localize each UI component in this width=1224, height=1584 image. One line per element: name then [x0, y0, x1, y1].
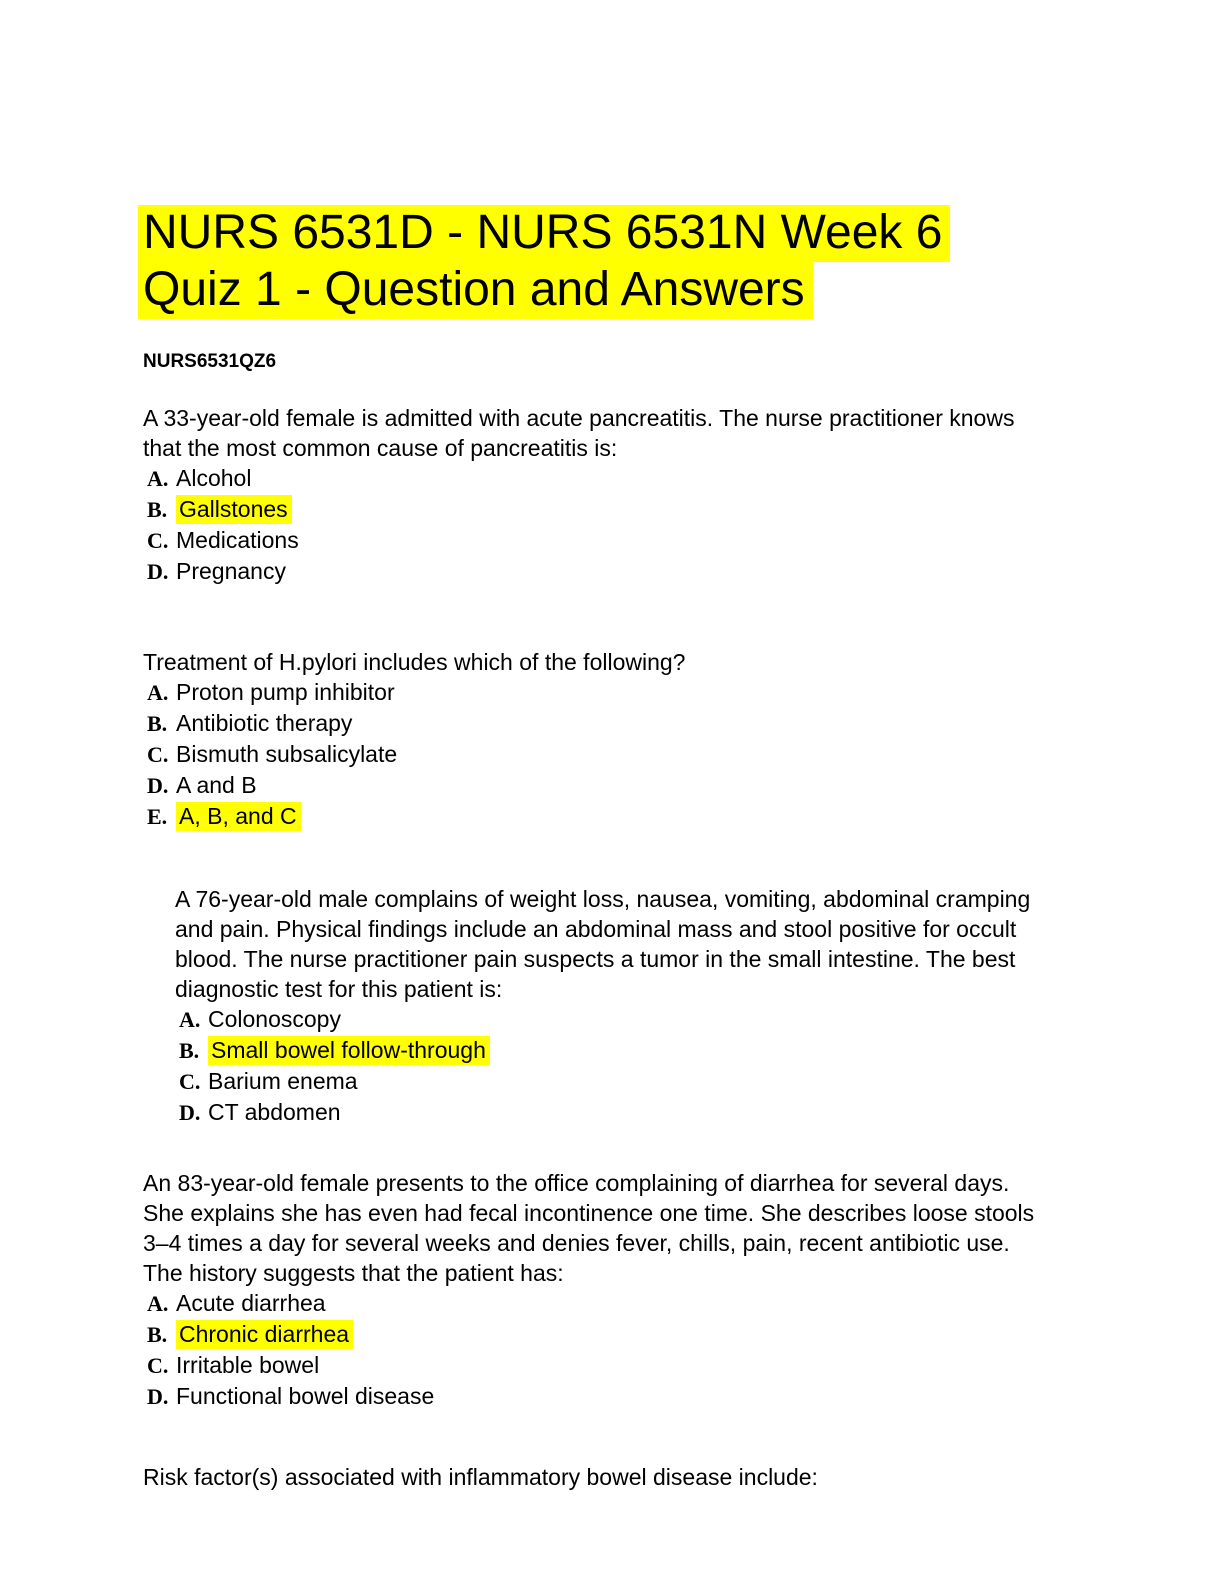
option-text: Barium enema	[208, 1068, 358, 1095]
option-letter: C.	[147, 742, 169, 768]
option-text: Bismuth subsalicylate	[176, 741, 398, 768]
question-block-1: A 33-year-old female is admitted with ac…	[143, 403, 1154, 587]
option-text: Antibiotic therapy	[176, 710, 353, 737]
option-text: Colonoscopy	[208, 1006, 341, 1033]
option-row: D. CT abdomen	[179, 1097, 1154, 1128]
options-list: A. Proton pump inhibitor B. Antibiotic the…	[143, 677, 1154, 832]
option-row: D. Pregnancy	[147, 556, 1154, 587]
option-letter: B.	[179, 1038, 200, 1064]
option-letter: C.	[179, 1069, 201, 1095]
option-text: CT abdomen	[208, 1099, 341, 1126]
option-text: A, B, and C	[176, 802, 301, 832]
option-row: A. Acute diarrhea	[147, 1288, 1154, 1319]
option-row: D. Functional bowel disease	[147, 1381, 1154, 1412]
question-text: Treatment of H.pylori includes which of …	[143, 649, 686, 676]
question-block-4: An 83-year-old female presents to the of…	[143, 1168, 1154, 1412]
option-row: A. Colonoscopy	[179, 1004, 1154, 1035]
option-text: Pregnancy	[176, 558, 286, 585]
option-text: Chronic diarrhea	[176, 1320, 354, 1350]
option-letter: A.	[147, 1291, 169, 1317]
option-row: C. Barium enema	[179, 1066, 1154, 1097]
document-code: NURS6531QZ6	[143, 351, 277, 373]
option-letter: C.	[147, 528, 169, 554]
option-text: Alcohol	[176, 465, 252, 492]
options-list: A. Alcohol B. Gallstones C. Medications D. P…	[143, 463, 1154, 587]
question-text: An 83-year-old female presents to the of…	[143, 1170, 1035, 1287]
options-list: A. Colonoscopy B. Small bowel follow-throu…	[175, 1004, 1154, 1128]
page-title-line-1: NURS 6531D - NURS 6531N Week 6	[138, 205, 951, 263]
page-title-line-2: Quiz 1 - Question and Answers	[138, 262, 813, 320]
option-letter: A.	[147, 680, 169, 706]
option-letter: E.	[147, 804, 168, 830]
option-row: B. Small bowel follow-through	[179, 1035, 1154, 1066]
option-text: Small bowel follow-through	[208, 1036, 490, 1066]
question-block-2: Treatment of H.pylori includes which of …	[143, 647, 1154, 832]
option-row: B. Antibiotic therapy	[147, 708, 1154, 739]
option-row: D. A and B	[147, 770, 1154, 801]
question-text: A 76-year-old male complains of weight l…	[175, 886, 1031, 1003]
option-text: Irritable bowel	[176, 1352, 320, 1379]
option-text: Medications	[176, 527, 299, 554]
option-row: B. Gallstones	[147, 494, 1154, 525]
option-text: Functional bowel disease	[176, 1383, 435, 1410]
option-row: C. Medications	[147, 525, 1154, 556]
option-letter: D.	[147, 559, 169, 585]
option-row: E. A, B, and C	[147, 801, 1154, 832]
option-text: Gallstones	[176, 495, 292, 525]
option-letter: B.	[147, 711, 168, 737]
closing-question-text: Risk factor(s) associated with inflammat…	[143, 1464, 818, 1491]
option-text: Acute diarrhea	[176, 1290, 326, 1317]
option-letter: B.	[147, 1322, 168, 1348]
question-text: A 33-year-old female is admitted with ac…	[143, 405, 1015, 462]
options-list: A. Acute diarrhea B. Chronic diarrhea C. Ir…	[143, 1288, 1154, 1412]
option-letter: D.	[179, 1100, 201, 1126]
option-row: B. Chronic diarrhea	[147, 1319, 1154, 1350]
option-letter: D.	[147, 773, 169, 799]
option-row: C. Bismuth subsalicylate	[147, 739, 1154, 770]
option-row: C. Irritable bowel	[147, 1350, 1154, 1381]
question-block-3: A 76-year-old male complains of weight l…	[175, 884, 1154, 1128]
option-letter: A.	[147, 466, 169, 492]
option-letter: B.	[147, 497, 168, 523]
option-letter: C.	[147, 1353, 169, 1379]
option-row: A. Proton pump inhibitor	[147, 677, 1154, 708]
option-text: A and B	[176, 772, 257, 799]
option-row: A. Alcohol	[147, 463, 1154, 494]
option-letter: D.	[147, 1384, 169, 1410]
option-text: Proton pump inhibitor	[176, 679, 395, 706]
option-letter: A.	[179, 1007, 201, 1033]
